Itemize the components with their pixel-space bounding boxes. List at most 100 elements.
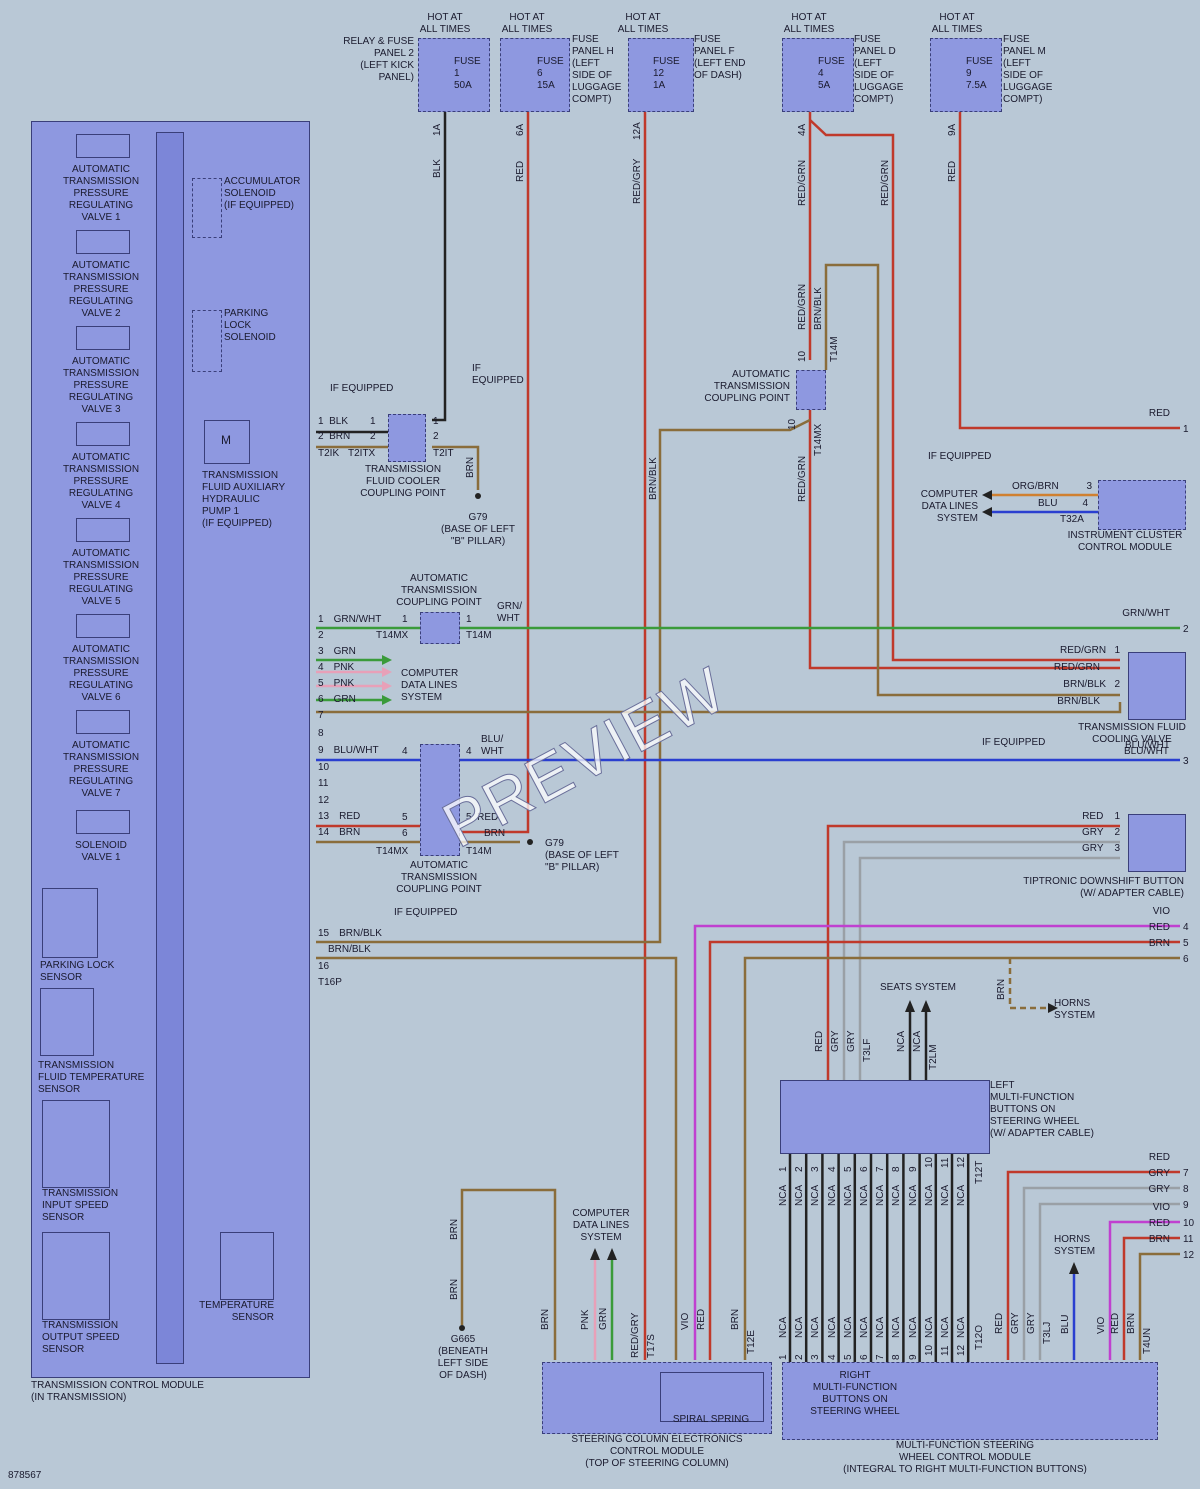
valve-coil-icon [76, 326, 130, 350]
fuse-feeds [316, 112, 1180, 1360]
bluwht-label-right: BLU/WHT [1124, 746, 1169, 757]
scem-redgry: RED/GRY [630, 1312, 641, 1358]
tcm-pin-wire: GRN/WHT [333, 614, 382, 625]
ground-g665 [459, 1325, 465, 1331]
r-blu: BLU [1060, 1314, 1071, 1334]
arrow-data-2 [382, 667, 392, 677]
if-equipped-3: IF EQUIPPED [394, 907, 458, 918]
wire-brn-g665 [460, 1188, 557, 1360]
r-red: RED [994, 1312, 1005, 1334]
valve-label: AUTOMATIC TRANSMISSION PRESSURE REGULATI… [62, 644, 140, 703]
atcp1-t14mx: T14MX [376, 630, 409, 641]
nca-pin-bottom: 4 [826, 1354, 838, 1360]
pin-12a: 12A [632, 122, 643, 140]
nca-label: NCA [794, 1184, 806, 1206]
right-edge-wire: RED [1148, 1218, 1170, 1229]
wire-brnblk-cp [824, 263, 1120, 697]
wire-brnblk-cp2 [316, 418, 811, 944]
hot-label-1: HOT AT ALL TIMES [419, 12, 471, 35]
atcp2-t14m: T14M [466, 846, 492, 857]
wire-brn-t2i [432, 445, 480, 490]
fuse-label-1: FUSE 1 50A [454, 56, 481, 91]
redgrn-label-c: RED/GRN [797, 455, 808, 502]
valve-label: AUTOMATIC TRANSMISSION PRESSURE REGULATI… [62, 356, 140, 415]
temperature-label: TEMPERATURE SENSOR [199, 1300, 274, 1323]
right-edge-wire: VIO [1152, 1202, 1170, 1213]
right-edge-wire: GRN/WHT [1122, 608, 1170, 619]
atcp3-pin10b: 10 [787, 418, 798, 430]
tiptronic-button[interactable] [1128, 814, 1186, 872]
right-edge-pin: 6 [1183, 954, 1189, 965]
wire-label-redgrn: RED/GRN [797, 159, 808, 206]
hot-label-12: HOT AT ALL TIMES [617, 12, 669, 35]
brnblk-label-b: BRN/BLK [813, 287, 824, 330]
t3lj-label: T3LJ [1042, 1321, 1053, 1344]
fluid-temp-sensor [40, 988, 94, 1056]
fuse-box-9 [930, 38, 1002, 112]
tip-pin3: GRY 3 [1082, 843, 1120, 854]
lmfb-nca2: NCA [912, 1030, 923, 1052]
tcm-bus [156, 132, 184, 1364]
tcm-pin-number: 11 [318, 778, 329, 789]
tcm-pin-number: 8 [318, 728, 324, 739]
nca-pin-bottom: 8 [891, 1354, 903, 1360]
mfsw-control-module [782, 1362, 1158, 1440]
wire-red-fuse6 [462, 112, 530, 834]
wire-label-blk: BLK [432, 159, 443, 178]
scem-vio: VIO [680, 1312, 691, 1330]
tcm-pin-number: 14 [318, 827, 330, 838]
tcm-pin-number: 3 [318, 646, 324, 657]
fuse-label-12: FUSE 12 1A [653, 56, 680, 91]
parking-lock-sensor [42, 888, 98, 958]
pump-label: TRANSMISSION FLUID AUXILIARY HYDRAULIC P… [202, 470, 286, 529]
nca-label: NCA [842, 1184, 854, 1206]
nca-pin-bottom: 6 [859, 1354, 870, 1360]
pump-motor-icon [204, 420, 250, 464]
tcm-pin-number: 16 [318, 961, 330, 972]
nca-pin-bottom: 2 [794, 1354, 806, 1360]
atcp3-label: AUTOMATIC TRANSMISSION COUPLING POINT [704, 369, 790, 404]
scem-brn2: BRN [730, 1308, 741, 1330]
tip-pin1: RED 1 [1082, 811, 1120, 822]
cooling-pin2: BRN/BLK 2 [1063, 679, 1120, 690]
cp-pin1b: 1 [433, 416, 439, 427]
right-edge-pin: 11 [1183, 1234, 1194, 1245]
wire-label-red9: RED [947, 160, 958, 182]
wire-tip-red [826, 824, 1120, 1080]
nca-label: NCA [875, 1316, 887, 1338]
motor-glyph: M [221, 433, 231, 447]
nca-pin-top: 12 [956, 1156, 968, 1168]
wire-blk-fuse1 [432, 112, 447, 422]
hot-label-6: HOT AT ALL TIMES [501, 12, 553, 35]
right-edge-wire: RED [1148, 1152, 1170, 1163]
wire-tip-gry2 [858, 856, 1120, 1080]
nca-label: NCA [956, 1184, 968, 1206]
atcp2-pin4b: 4 [466, 746, 472, 757]
atcp3-t14m: T14M [829, 336, 840, 362]
cooling-pin1: RED/GRN 1 [1059, 645, 1120, 656]
g79b-label: G79 (BASE OF LEFT "B" PILLAR) [545, 838, 619, 873]
wire-label-red: RED [515, 160, 526, 182]
nca-label: NCA [810, 1316, 822, 1338]
atcp2-label: AUTOMATIC TRANSMISSION COUPLING POINT [396, 860, 482, 895]
fuse-box-6 [500, 38, 570, 112]
fuse-box-4 [782, 38, 854, 112]
arrow-data-3 [382, 681, 392, 691]
right-edge-pin: 4 [1183, 922, 1189, 933]
g665-brn1: BRN [449, 1218, 460, 1240]
tcm-pin-number: 1 [318, 614, 324, 625]
steering-wires [460, 824, 1180, 1360]
mfsw-label: MULTI-FUNCTION STEERING WHEEL CONTROL MO… [843, 1440, 1087, 1475]
panel-label-6: FUSE PANEL H (LEFT SIDE OF LUGGAGE COMPT… [572, 34, 622, 105]
nca-pin-top: 3 [810, 1166, 822, 1172]
wire-red5 [708, 940, 1180, 1360]
fuse-box-12 [628, 38, 694, 112]
nca-label: NCA [923, 1184, 935, 1206]
instrument-label: INSTRUMENT CLUSTER CONTROL MODULE [1067, 530, 1183, 553]
left-mfb-module[interactable] [780, 1080, 990, 1154]
wire-r12 [1138, 1252, 1180, 1360]
